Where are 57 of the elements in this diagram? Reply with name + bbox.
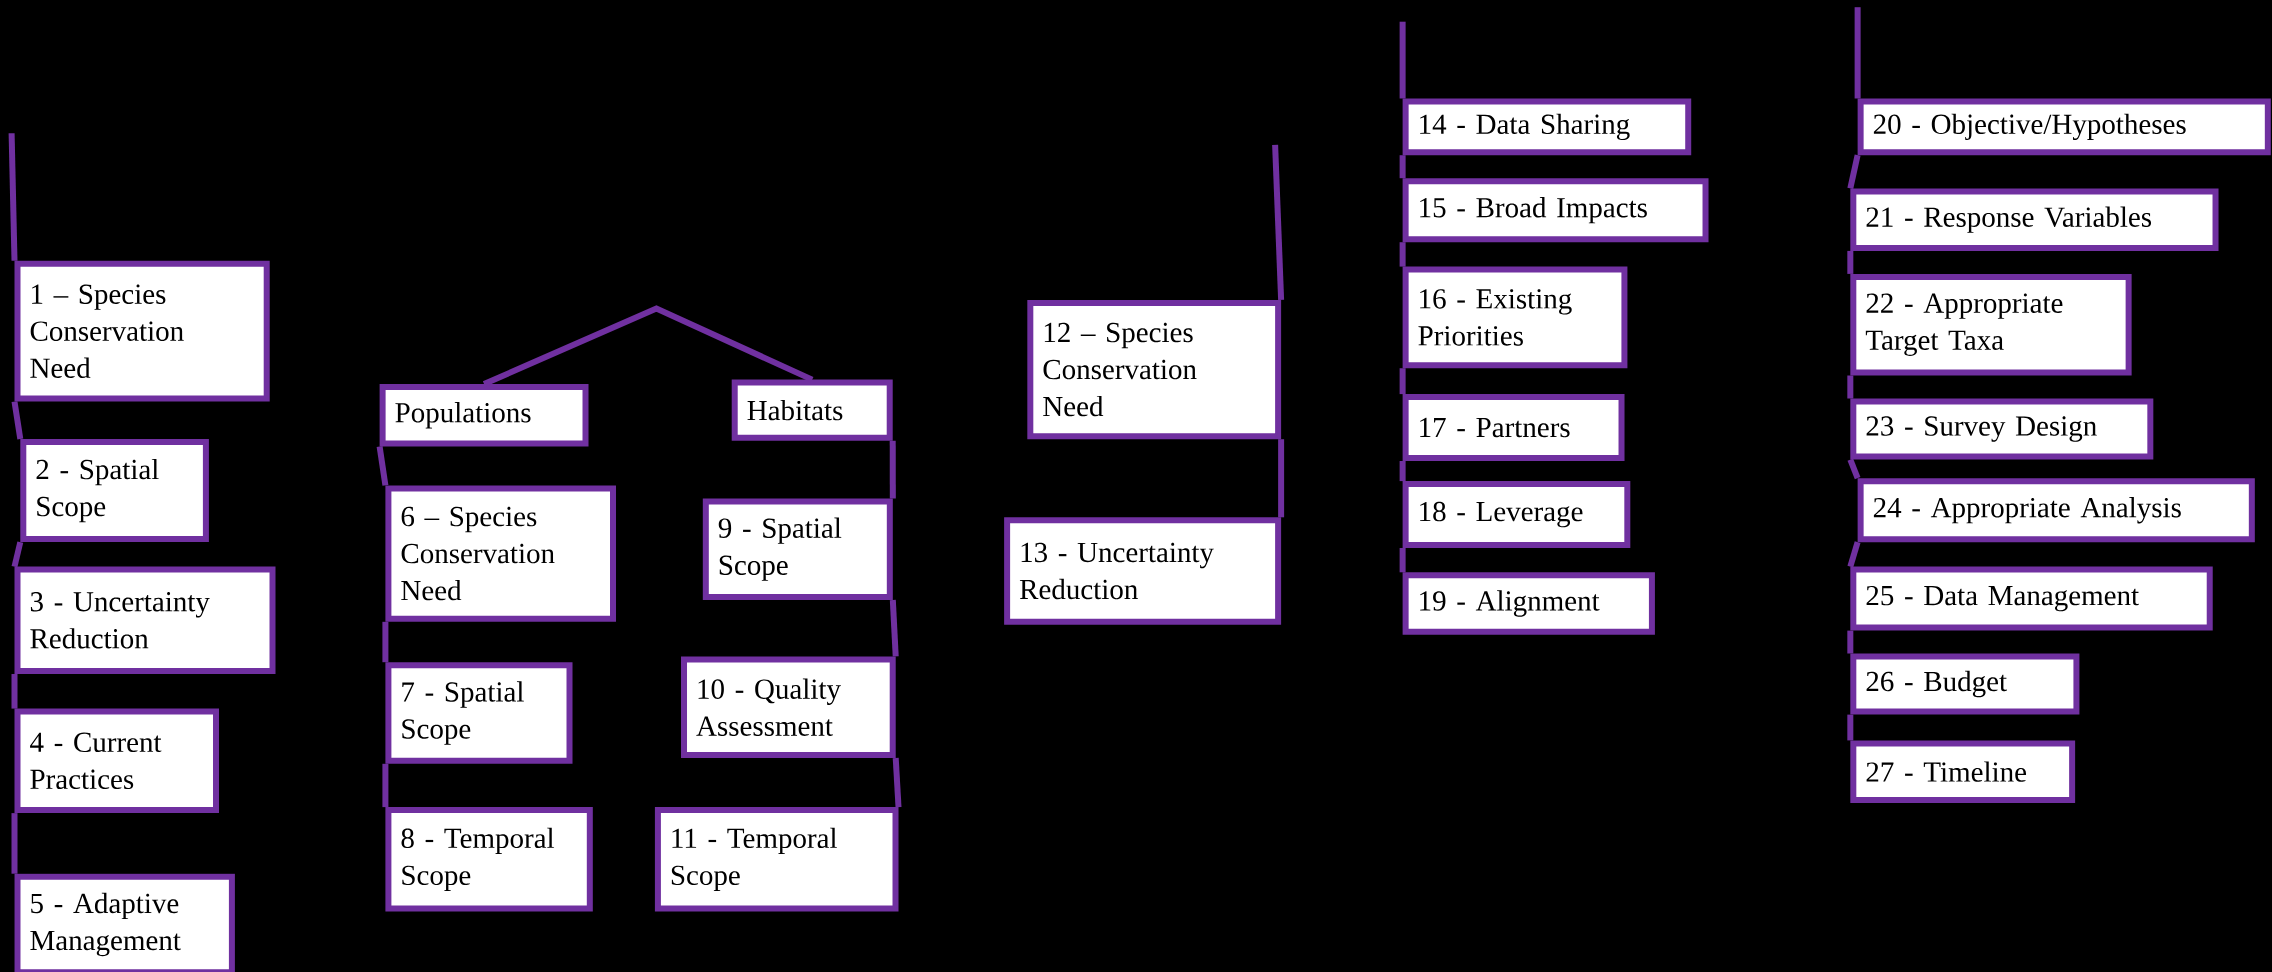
- label-box: 18 - Leverage: [1402, 481, 1631, 548]
- label-box: 4 - Current Practices: [14, 708, 219, 814]
- connector-line: [1854, 7, 1861, 99]
- label-box: 14 - Data Sharing: [1402, 98, 1692, 156]
- label-box: 23 - Survey Design: [1850, 398, 2154, 460]
- label-box: 16 - Existing Priorities: [1402, 266, 1628, 369]
- label-box: 9 - Spatial Scope: [702, 498, 893, 600]
- connector-line: [1847, 154, 1861, 190]
- connector-line: [1847, 541, 1861, 568]
- label-box: 13 - Uncertainty Reduction: [1004, 517, 1282, 625]
- connector-line: [1847, 250, 1854, 274]
- label-box: Populations: [379, 384, 589, 447]
- label-box: 21 - Response Variables: [1850, 188, 2219, 251]
- connector-line: [11, 674, 18, 709]
- label-box: 26 - Budget: [1850, 653, 2080, 715]
- label-box: Habitats: [731, 379, 893, 441]
- label-box: 8 - Temporal Scope: [385, 807, 593, 912]
- label-box: 10 - Quality Assessment: [681, 656, 896, 758]
- label-box: 25 - Data Management: [1850, 566, 2213, 631]
- label-box: 24 - Appropriate Analysis: [1857, 478, 2255, 543]
- label-box: 17 - Partners: [1402, 394, 1625, 461]
- connector-line: [1847, 714, 1854, 741]
- connector-line: [1399, 548, 1406, 573]
- label-box: 1 – Species Conservation Need: [14, 260, 270, 402]
- connector-line: [889, 440, 896, 499]
- connector-line: [1399, 461, 1406, 482]
- connector-line: [376, 446, 389, 486]
- label-box: 15 - Broad Impacts: [1402, 178, 1709, 243]
- connector-line: [1399, 368, 1406, 395]
- connector-line: [1847, 630, 1854, 654]
- label-box: 19 - Alignment: [1402, 572, 1655, 635]
- connector-line: [1272, 144, 1285, 301]
- connector-line: [1278, 439, 1285, 518]
- label-box: 20 - Objective/Hypotheses: [1857, 98, 2271, 156]
- label-box: 12 – Species Conservation Need: [1027, 299, 1282, 440]
- label-box: 7 - Spatial Scope: [385, 662, 573, 764]
- connector-line: [892, 757, 902, 808]
- connector-line: [1399, 155, 1406, 179]
- connector-line: [11, 541, 24, 568]
- connector-line: [11, 401, 24, 440]
- label-box: 22 - Appropriate Target Taxa: [1850, 273, 2132, 376]
- connector-line: [1847, 375, 1854, 399]
- connector-line: [11, 813, 18, 874]
- label-box: 11 - Temporal Scope: [654, 807, 899, 912]
- connector-line: [1399, 21, 1406, 99]
- label-box: 2 - Spatial Scope: [20, 439, 209, 543]
- connector-line: [382, 621, 389, 663]
- connector-line: [8, 133, 18, 261]
- connector-line: [889, 599, 899, 657]
- label-box: 3 - Uncertainty Reduction: [14, 566, 276, 674]
- label-box: 5 - Adaptive Management: [14, 873, 235, 972]
- connector-line: [482, 305, 814, 387]
- connector-line: [382, 763, 389, 808]
- connector-line: [1399, 242, 1406, 267]
- label-box: 27 - Timeline: [1850, 740, 2076, 803]
- label-box: 6 – Species Conservation Need: [385, 485, 616, 622]
- connector-line: [1847, 458, 1861, 480]
